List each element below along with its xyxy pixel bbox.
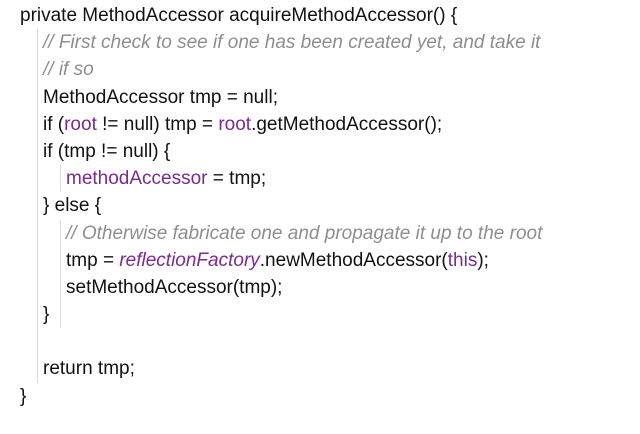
code-text: setMethodAccessor(tmp); xyxy=(66,274,282,301)
indent-guide xyxy=(37,246,38,274)
indent-guide xyxy=(37,192,38,220)
code-line: // if so xyxy=(0,56,640,84)
code-text: // First check to see if one has been cr… xyxy=(43,29,540,56)
code-field: root xyxy=(218,113,252,135)
code-token: return tmp; xyxy=(43,358,135,380)
code-text: MethodAccessor tmp = null; xyxy=(43,84,278,111)
code-line: // Otherwise fabricate one and propagate… xyxy=(0,219,640,247)
code-token: .getMethodAccessor(); xyxy=(251,113,443,135)
code-field: reflectionFactory xyxy=(119,249,260,271)
code-line: private MethodAccessor acquireMethodAcce… xyxy=(0,2,640,29)
code-text: methodAccessor = tmp; xyxy=(66,165,266,192)
code-line: } xyxy=(0,301,640,329)
code-token: = tmp; xyxy=(207,168,267,190)
code-token: != null) tmp = xyxy=(96,113,219,135)
code-token: setMethodAccessor(tmp); xyxy=(66,276,283,298)
code-text: if (tmp != null) { xyxy=(43,138,170,165)
indent-guide xyxy=(37,137,38,166)
code-token: ); xyxy=(477,249,489,271)
code-text: // if so xyxy=(43,56,94,83)
indent-guide xyxy=(37,165,38,193)
indent-guide xyxy=(37,56,38,84)
indent-guide xyxy=(37,110,38,138)
indent-guide xyxy=(37,355,38,383)
code-token: } xyxy=(20,385,27,407)
code-comment: // First check to see if one has been cr… xyxy=(43,32,541,54)
code-text: tmp = reflectionFactory.newMethodAccesso… xyxy=(66,247,489,274)
indent-guide xyxy=(37,328,38,356)
indent-guide xyxy=(37,83,38,111)
code-line xyxy=(0,328,640,356)
indent-guide xyxy=(37,273,38,302)
code-text: if (root != null) tmp = root.getMethodAc… xyxy=(43,111,442,138)
code-token: .newMethodAccessor( xyxy=(259,249,448,271)
code-token: tmp = xyxy=(66,249,120,271)
code-line: MethodAccessor tmp = null; xyxy=(0,83,640,111)
code-text: return tmp; xyxy=(43,355,135,382)
indent-guide xyxy=(60,246,61,274)
code-line: setMethodAccessor(tmp); xyxy=(0,273,640,302)
code-text: // Otherwise fabricate one and propagate… xyxy=(66,220,542,247)
code-token: } xyxy=(43,304,50,326)
code-text: } xyxy=(20,383,26,410)
code-field: root xyxy=(64,113,97,135)
code-token: } else { xyxy=(43,195,102,217)
code-comment: // Otherwise fabricate one and propagate… xyxy=(66,222,543,244)
indent-guide xyxy=(60,165,61,193)
code-line: tmp = reflectionFactory.newMethodAccesso… xyxy=(0,246,640,274)
code-text: private MethodAccessor acquireMethodAcce… xyxy=(20,2,457,29)
code-line: methodAccessor = tmp; xyxy=(0,165,640,193)
code-token: private MethodAccessor acquireMethodAcce… xyxy=(20,5,458,26)
indent-guide xyxy=(60,219,61,247)
code-line: // First check to see if one has been cr… xyxy=(0,29,640,57)
indent-guide xyxy=(37,29,38,57)
indent-guide xyxy=(60,301,61,329)
indent-guide xyxy=(37,219,38,247)
code-field: this xyxy=(447,249,478,271)
indent-guide xyxy=(60,273,61,302)
code-field: methodAccessor xyxy=(66,168,208,190)
code-token: if ( xyxy=(43,113,65,135)
code-comment: // if so xyxy=(43,59,94,81)
indent-guide xyxy=(37,301,38,329)
code-text: } else { xyxy=(43,192,101,219)
code-token: MethodAccessor tmp = null; xyxy=(43,86,278,108)
code-text: } xyxy=(43,301,49,328)
code-line: return tmp; xyxy=(0,355,640,383)
code-line: } else { xyxy=(0,192,640,220)
code-line: if (root != null) tmp = root.getMethodAc… xyxy=(0,110,640,138)
code-token: if (tmp != null) { xyxy=(43,140,171,162)
code-line: } xyxy=(0,383,640,410)
code-line: if (tmp != null) { xyxy=(0,137,640,166)
